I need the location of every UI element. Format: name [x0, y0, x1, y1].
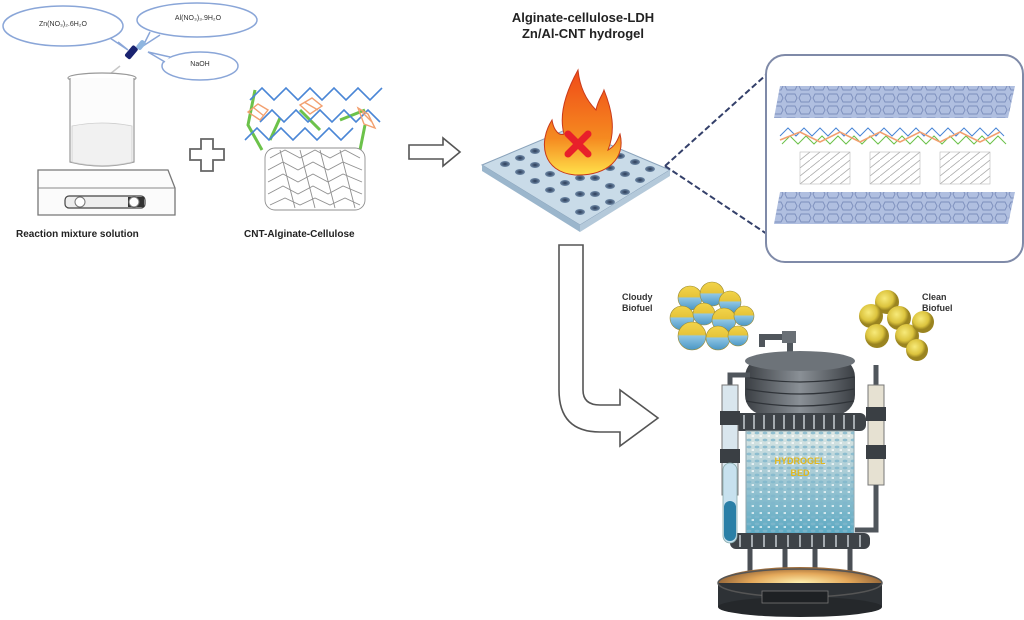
reactor-label: HYDROGEL BED: [746, 455, 854, 479]
down-right-arrow-icon: [558, 244, 660, 448]
ldh-fragments: [246, 97, 377, 130]
bubble-naoh: [161, 51, 239, 81]
hydrogel-plate: [480, 127, 672, 232]
cloudy-label-line2: Biofuel: [622, 303, 653, 313]
carbon-nanotube: [264, 147, 366, 211]
hydrogel-flame-illustration: [480, 68, 672, 232]
hydrogel-title-line1: Alginate-cellulose-LDH: [511, 10, 655, 25]
alginate-chains: [244, 86, 383, 142]
cnt-alginate-cellulose-structure: [244, 86, 383, 211]
clean-biofuel-label: Clean Biofuel: [922, 292, 953, 314]
bubble-al-nitrate: [136, 2, 258, 38]
hydrogel-bed-reactor: [717, 331, 886, 617]
cloudy-biofuel-label: Cloudy Biofuel: [622, 292, 653, 314]
reaction-mixture-label: Reaction mixture solution: [16, 229, 139, 240]
hydrogel-title-line2: Zn/Al-CNT hydrogel: [521, 26, 645, 41]
bubble-zn-nitrate: [2, 5, 124, 47]
ldh-layer-structure: [774, 86, 1015, 224]
reactor-label-line2: BED: [790, 468, 810, 478]
no-fire-x-icon: [564, 130, 592, 158]
cnt-alginate-cellulose-label: CNT-Alginate-Cellulose: [244, 229, 355, 240]
clean-label-line2: Biofuel: [922, 303, 953, 313]
right-arrow-icon: [408, 136, 462, 168]
intercalated-composite: [779, 127, 1007, 185]
cloudy-biofuel-droplets: [669, 281, 755, 351]
plus-icon: [189, 138, 225, 172]
cloudy-label-line1: Cloudy: [622, 292, 653, 302]
precursor-bubbles: [2, 2, 258, 81]
ldh-top-layer: [774, 86, 1015, 118]
reactor-label-line1: HYDROGEL: [774, 456, 826, 466]
precursor-naoh-text: NaOH: [190, 61, 210, 68]
flame-icon: [544, 68, 622, 176]
ldh-bottom-layer: [774, 192, 1015, 224]
precursor-zn-text: Zn(NO₃)₂.6H₂O: [39, 21, 87, 28]
beaker-stirrer-icon: [37, 72, 176, 216]
clean-label-line1: Clean: [922, 292, 947, 302]
precursor-al-text: Al(NO₃)₃.9H₂O: [174, 15, 222, 22]
hydrogel-title: Alginate-cellulose-LDH Zn/Al-CNT hydroge…: [488, 10, 678, 42]
clean-biofuel-droplets: [859, 290, 934, 361]
